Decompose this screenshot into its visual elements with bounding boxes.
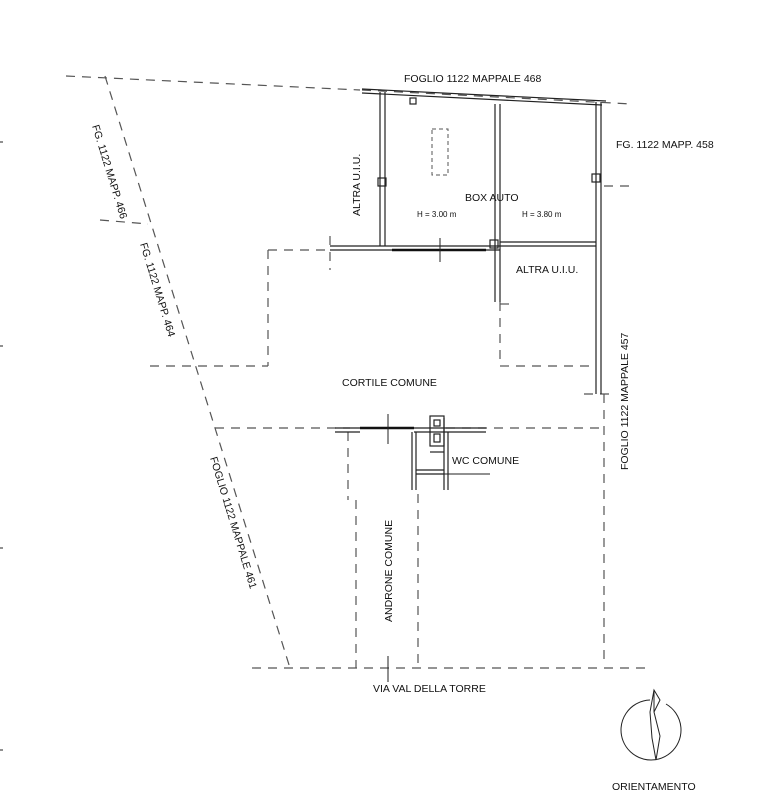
parcel-boundaries bbox=[65, 75, 650, 669]
garage-height-right-label: H = 3.80 m bbox=[522, 210, 562, 219]
garage-walls bbox=[330, 88, 607, 394]
garage-height-left-label: H = 3.00 m bbox=[417, 210, 457, 219]
orientation-label: ORIENTAMENTO bbox=[612, 781, 696, 792]
east-upper-parcel-label: FG. 1122 MAPP. 458 bbox=[616, 139, 714, 151]
passage-label: ANDRONE COMUNE bbox=[383, 520, 395, 622]
garage-door bbox=[392, 128, 486, 262]
other-unit-left-label: ALTRA U.I.U. bbox=[351, 154, 363, 216]
north-arrow-icon bbox=[620, 688, 682, 761]
other-unit-right-label: ALTRA U.I.U. bbox=[516, 264, 578, 276]
west-lower-parcel-label: FOGLIO 1122 MAPPALE 461 bbox=[207, 455, 259, 590]
courtyard-label: CORTILE COMUNE bbox=[342, 377, 437, 389]
passage-walls bbox=[335, 414, 490, 682]
street-label: VIA VAL DELLA TORRE bbox=[373, 683, 486, 695]
west-top-parcel-label: FG. 1122 MAPP. 466 bbox=[89, 123, 129, 220]
garage-label: BOX AUTO bbox=[465, 192, 519, 204]
wc-label: WC COMUNE bbox=[452, 455, 519, 467]
margin-ticks bbox=[0, 141, 3, 751]
north-parcel-label: FOGLIO 1122 MAPPALE 468 bbox=[404, 73, 542, 85]
west-mid-parcel-label: FG. 1122 MAPP. 464 bbox=[137, 241, 177, 338]
east-lower-parcel-label: FOGLIO 1122 MAPPALE 457 bbox=[619, 332, 631, 470]
